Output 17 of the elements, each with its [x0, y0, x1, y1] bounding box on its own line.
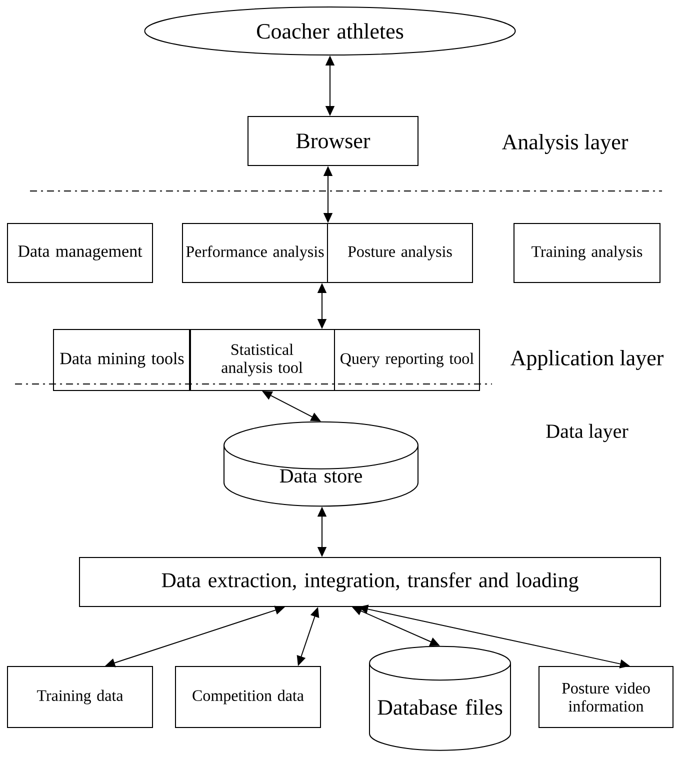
database-cylinder: Database files	[369, 646, 511, 751]
layer-label: Application layer	[510, 350, 664, 370]
data-box: Competition data	[175, 666, 321, 728]
layer-label: Data layer	[546, 424, 628, 442]
tool-box: Data mining tools	[53, 329, 191, 391]
tool-box: Query reporting tool	[334, 329, 480, 391]
module-box: Data management	[7, 223, 153, 283]
process-box: Data extraction, integration, transfer and loading	[79, 557, 661, 607]
tool-box: Statistical analysis tool	[189, 329, 335, 391]
process-box: Browser	[248, 116, 418, 166]
data-box: Training data	[7, 666, 153, 728]
module-box: Training analysis	[514, 223, 660, 283]
module-box: Posture analysis	[327, 223, 473, 283]
layer-label: Analysis layer	[502, 134, 628, 154]
database-cylinder: Data store	[224, 421, 418, 507]
module-box: Performance analysis	[182, 223, 328, 283]
data-box: Posture video information	[538, 666, 674, 728]
